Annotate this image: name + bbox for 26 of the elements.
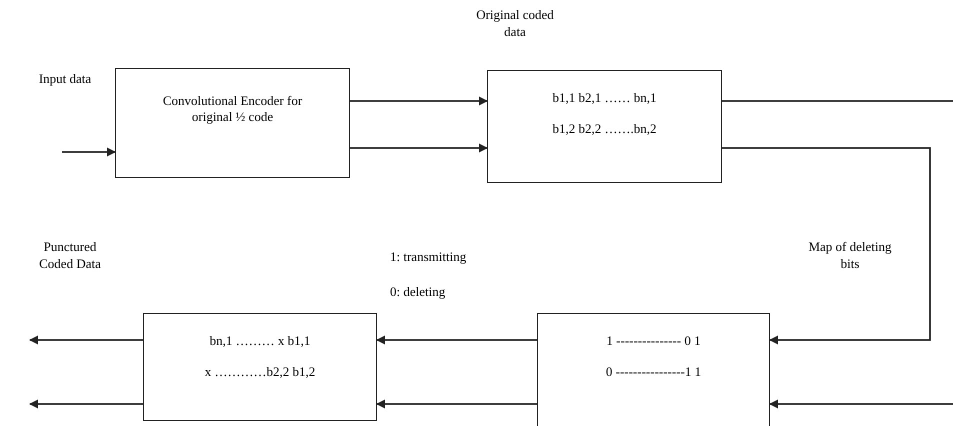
box-text: b1,2 b2,2 …….bn,2 [552, 121, 656, 137]
annotation-text: Punctured Coded Data [38, 238, 102, 272]
annotation-text: Original coded data [475, 6, 555, 40]
arrow [769, 400, 953, 408]
box-text: 0 ----------------1 1 [606, 364, 702, 380]
box-text: b1,1 b2,1 …… bn,1 [552, 90, 656, 106]
annotation-text: Input data [38, 70, 92, 87]
arrow [350, 96, 488, 106]
process-box [143, 313, 377, 421]
annotation-text: 1: transmitting [390, 248, 468, 265]
arrow [376, 400, 537, 408]
arrow [29, 400, 143, 408]
box-text: 1 --------------- 0 1 [606, 333, 701, 349]
annotation-text: Map of deleting bits [807, 238, 893, 272]
arrow [722, 147, 931, 344]
arrow [62, 148, 116, 156]
arrow [350, 144, 488, 152]
box-text: bn,1 ……… x b1,1 [210, 333, 310, 349]
arrow [29, 336, 143, 344]
process-box [487, 70, 722, 183]
box-text: x …………b2,2 b1,2 [204, 364, 316, 380]
process-box [115, 68, 350, 178]
box-text: Convolutional Encoder for original ½ code [162, 93, 304, 125]
process-box [537, 313, 770, 426]
annotation-text: 0: deleting [390, 283, 446, 300]
arrow [376, 336, 537, 344]
